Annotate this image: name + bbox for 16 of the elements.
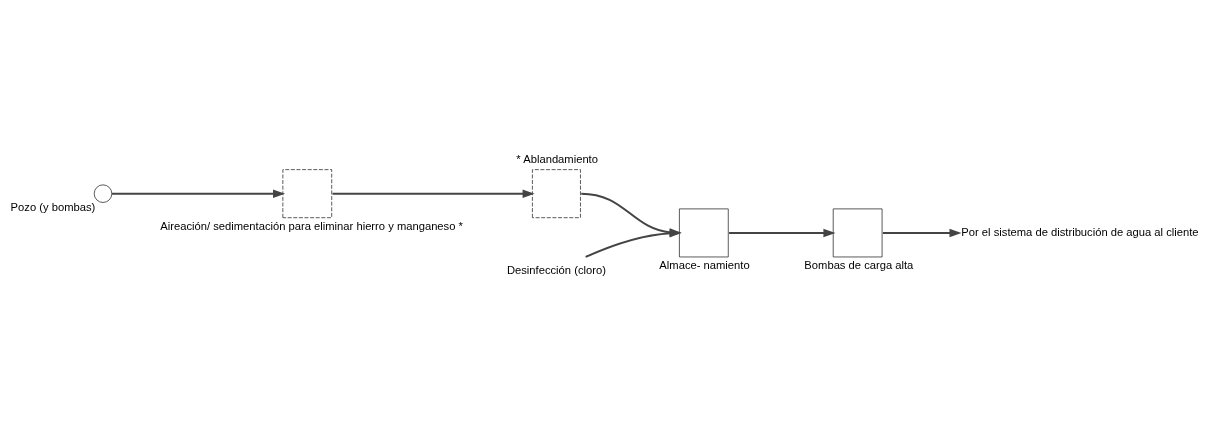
arrow (110, 189, 286, 198)
node-label: Aireación/ sedimentación para eliminar hierro y manganeso * (160, 219, 463, 232)
arrow (728, 228, 836, 238)
node-circle (93, 184, 113, 203)
node-label: Bombas de carga alta (804, 259, 914, 272)
node-label: * Ablandamiento (516, 153, 598, 166)
node-box (282, 169, 333, 219)
node-label: Pozo (y bombas) (10, 201, 96, 214)
node-box (532, 169, 581, 219)
node-text: Desinfección (cloro) (506, 264, 606, 277)
node-box (679, 208, 729, 258)
arrow (331, 189, 535, 198)
node-text: Por el sistema de distribución de agua al cliente (961, 225, 1199, 238)
node-box (832, 208, 883, 258)
node-label: Almace- namiento (659, 259, 750, 272)
arrow (881, 228, 962, 238)
